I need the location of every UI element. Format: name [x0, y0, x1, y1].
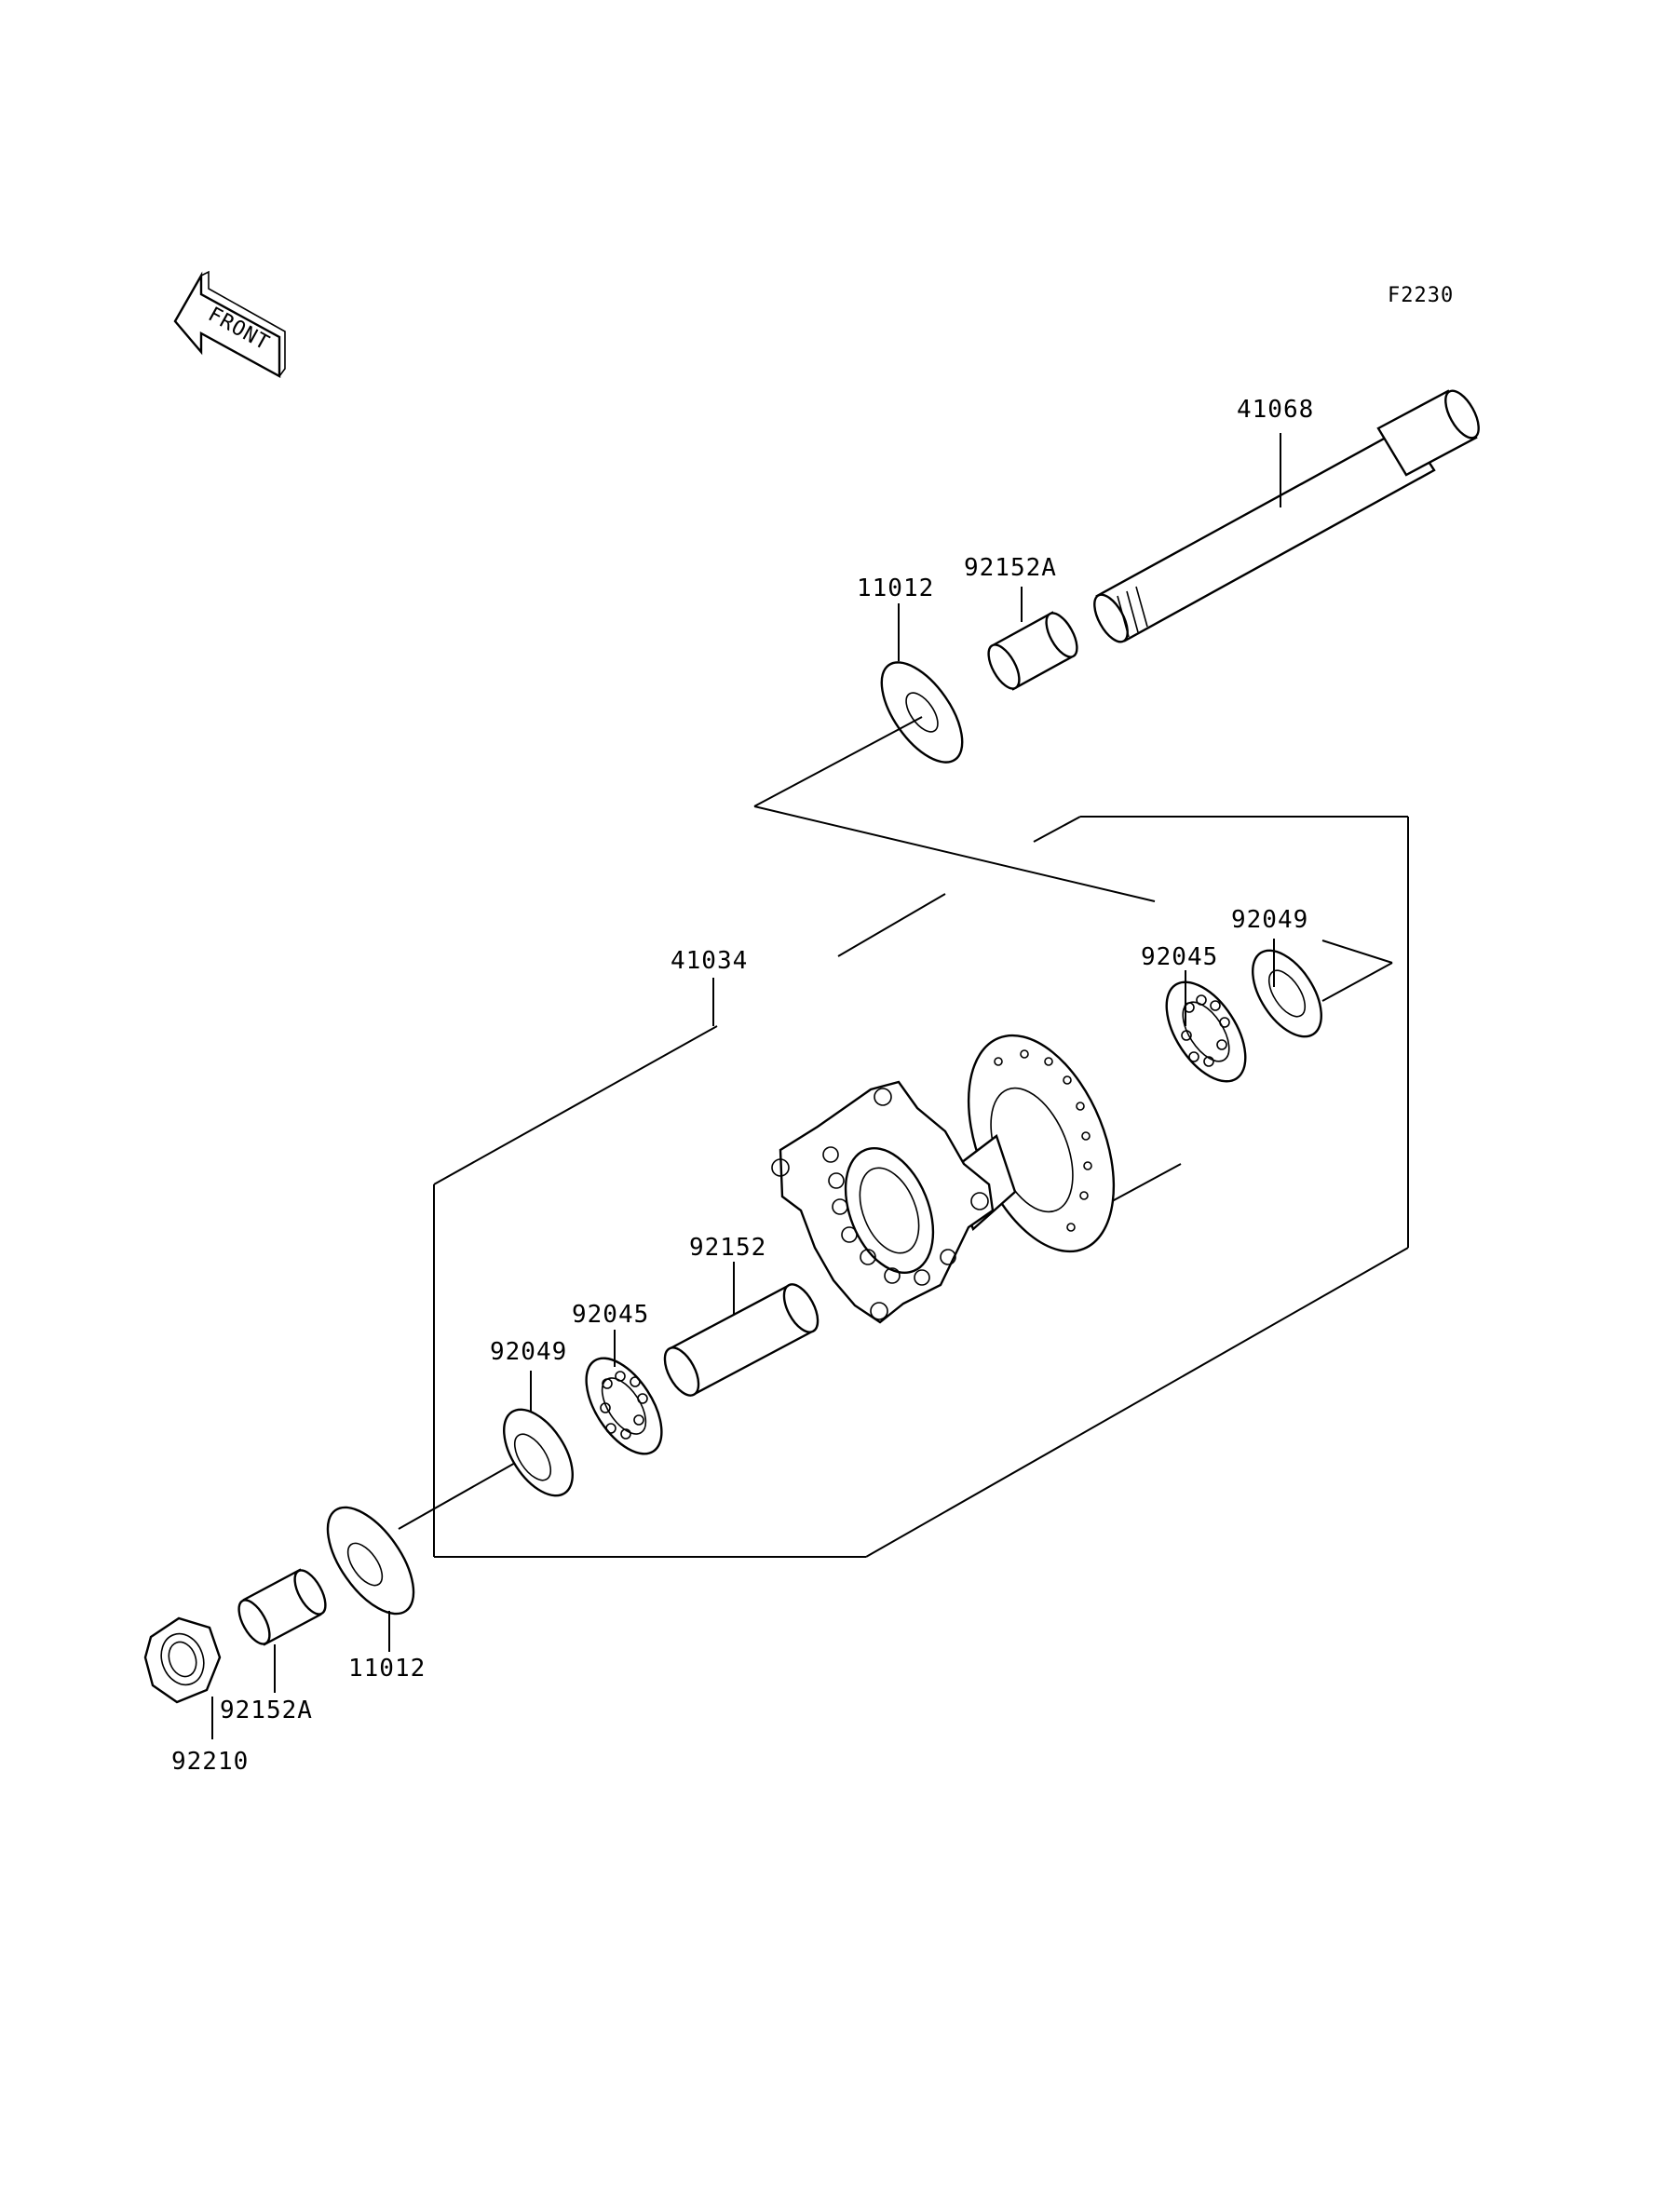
- label-axle: 41068: [1237, 396, 1314, 424]
- distance-collar-part: [663, 1283, 820, 1397]
- label-bearing-top: 92045: [1141, 943, 1218, 971]
- bearing-bottom-part: [585, 1357, 663, 1455]
- label-distance-collar: 92152: [689, 1234, 766, 1262]
- label-spacer-top: 11012: [857, 575, 934, 602]
- label-bearing-bottom: 92045: [572, 1301, 649, 1329]
- spacer-top-part: [880, 661, 964, 764]
- figure-code: F2230: [1388, 284, 1454, 307]
- axle-part: [1093, 389, 1480, 643]
- collar-bottom-part: [237, 1568, 327, 1646]
- label-collar-bottom: 92152A: [220, 1697, 313, 1724]
- label-seal-bottom: 92049: [490, 1338, 567, 1366]
- axle-nut-part: [143, 1616, 222, 1704]
- label-collar-top: 92152A: [964, 554, 1057, 582]
- bearing-top-part: [1165, 980, 1247, 1083]
- label-seal-top: 92049: [1231, 906, 1308, 934]
- assembly-lines: [398, 716, 1409, 1558]
- front-arrow-icon: FRONT: [173, 270, 286, 379]
- seal-bottom-part: [503, 1408, 574, 1497]
- spacer-bottom-part: [326, 1506, 415, 1616]
- seal-top-part: [1252, 949, 1322, 1038]
- label-hub-assembly: 41034: [671, 947, 748, 975]
- label-axle-nut: 92210: [171, 1748, 249, 1776]
- collar-top-part: [987, 611, 1078, 691]
- label-spacer-bottom: 11012: [348, 1655, 426, 1683]
- wheel-hub-part: [771, 1034, 1116, 1324]
